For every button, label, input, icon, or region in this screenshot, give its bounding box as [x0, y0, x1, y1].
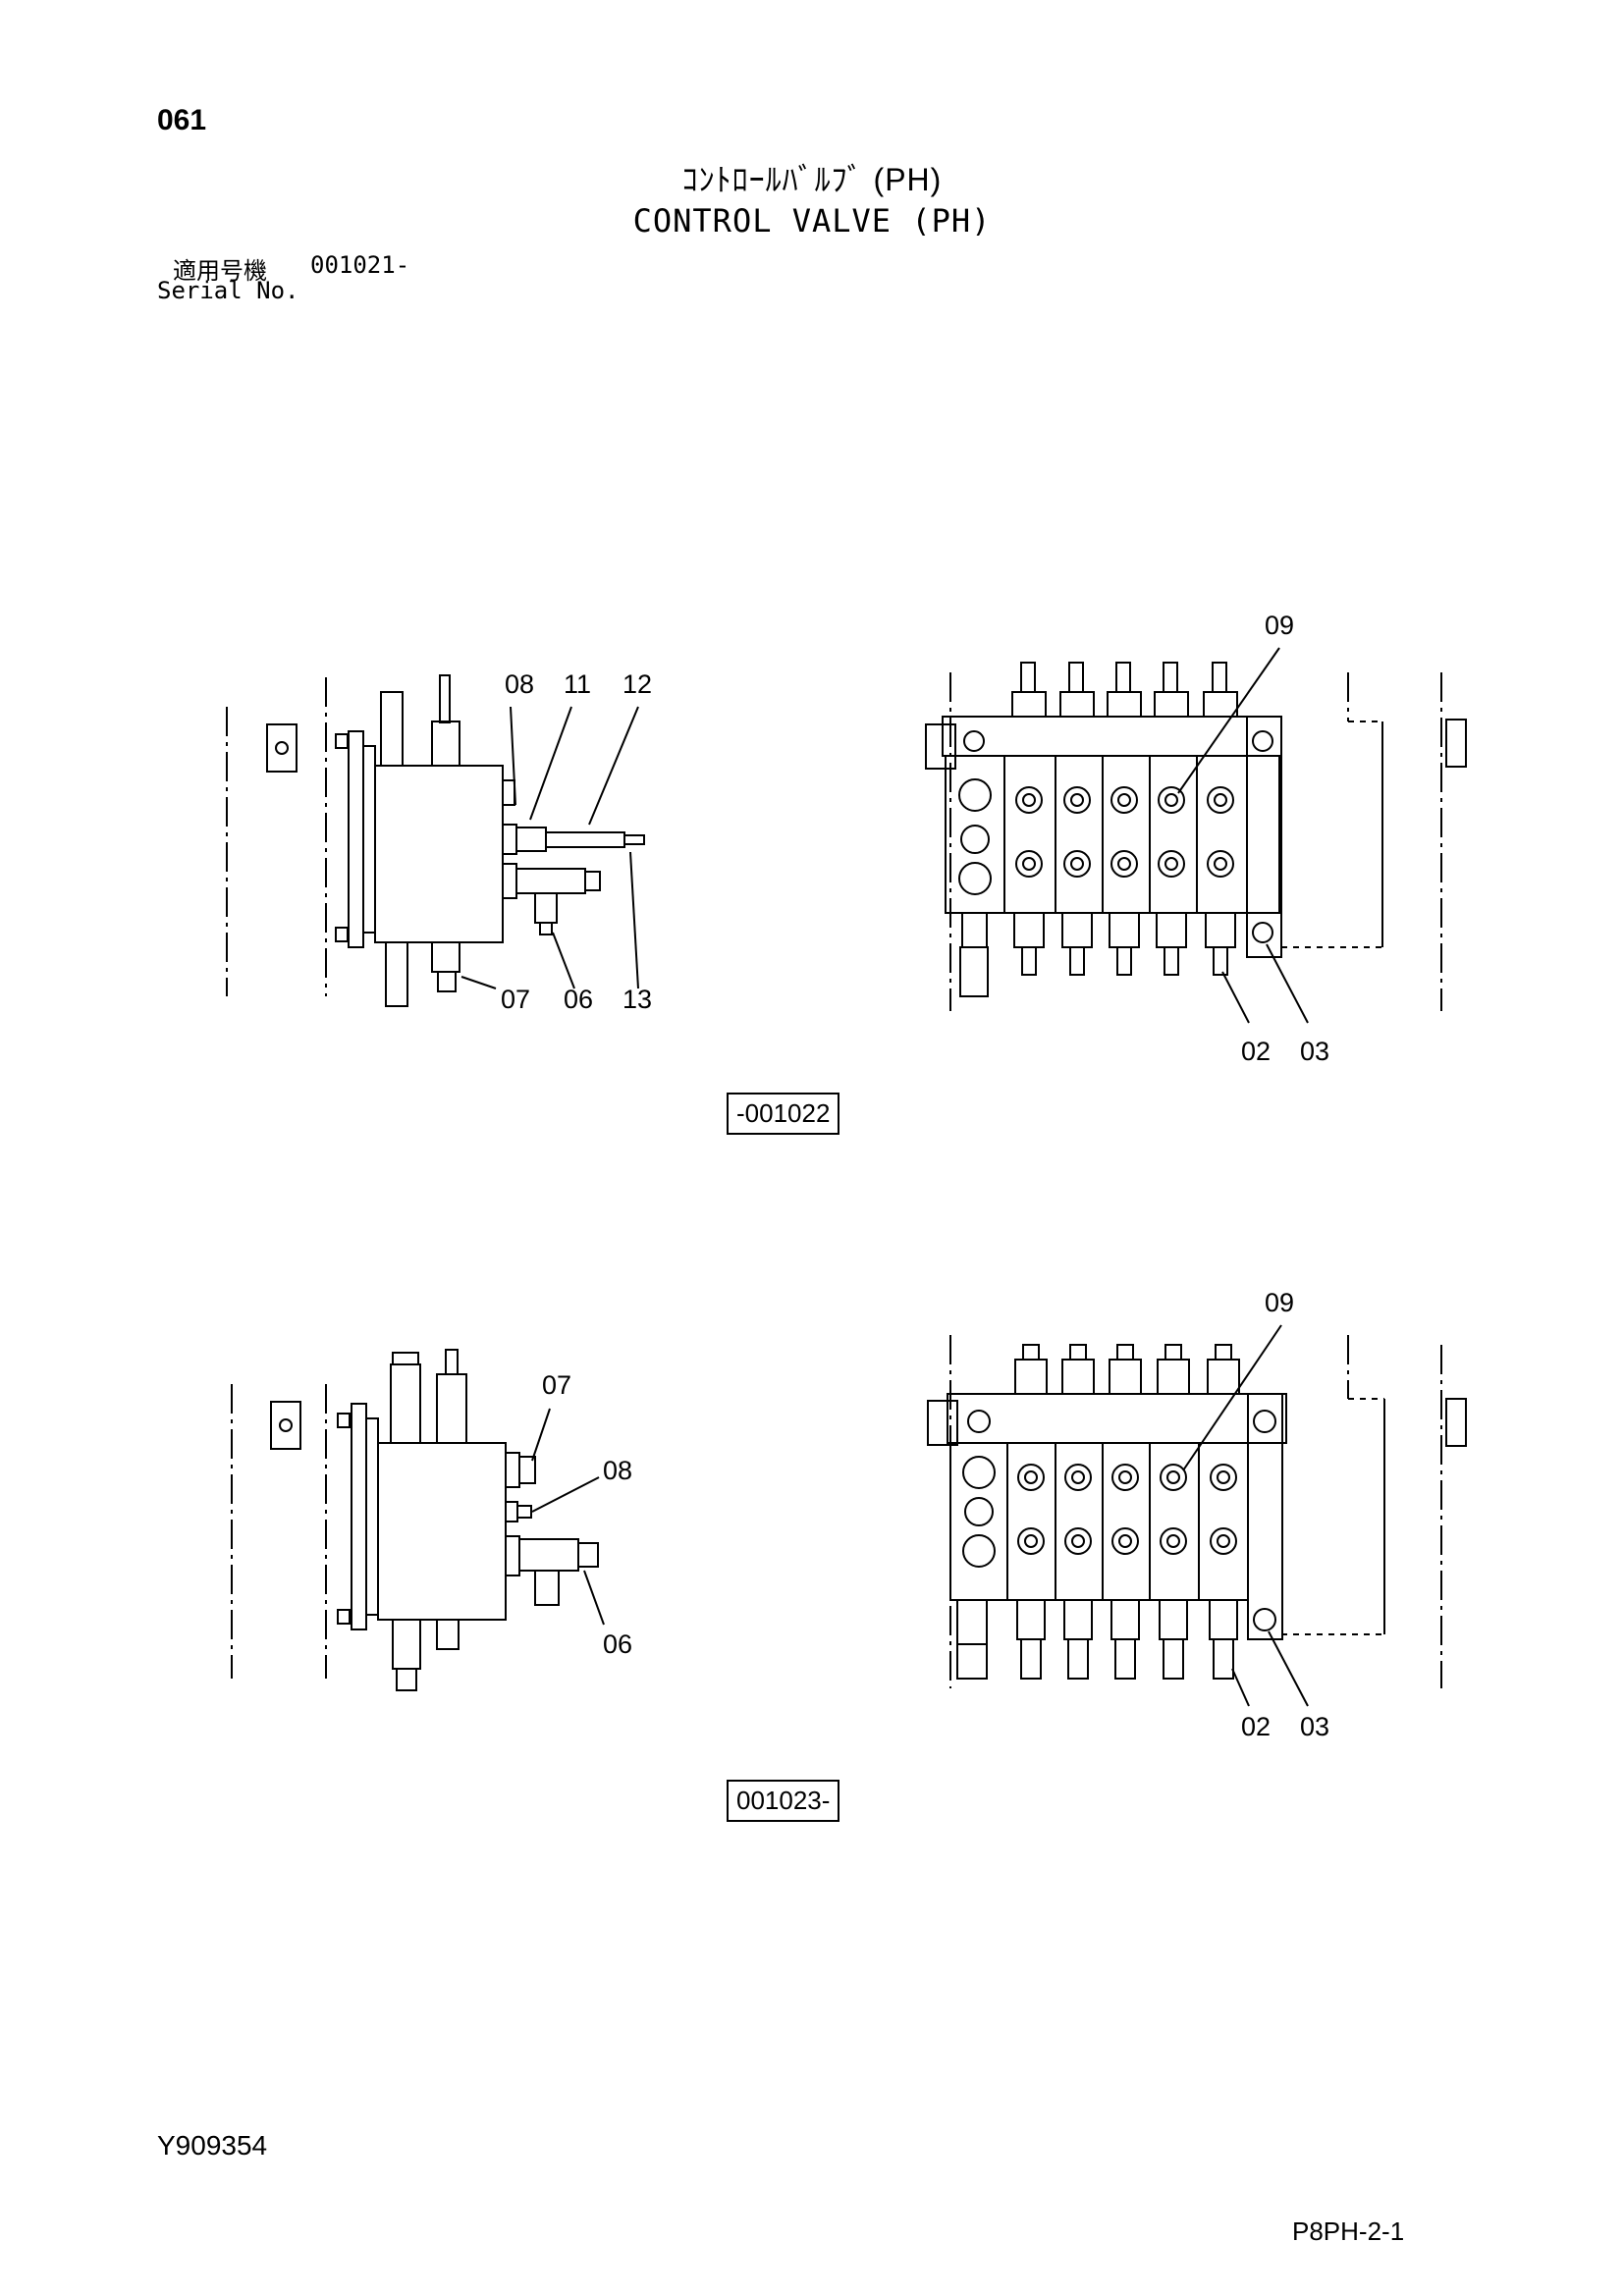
top-front-spools	[1012, 663, 1237, 975]
callout-top-03: 03	[1300, 1037, 1330, 1066]
top-front-view	[926, 648, 1466, 1023]
top-front-lower-ports	[1016, 851, 1233, 877]
bottom-front-view	[928, 1325, 1466, 1706]
callout-bottom-03: 03	[1300, 1712, 1330, 1741]
top-side-view	[227, 675, 644, 1006]
callout-top-08: 08	[505, 669, 535, 699]
callout-top-11: 11	[564, 669, 592, 699]
serial-range-box-top: -001022	[727, 1093, 840, 1135]
callout-bottom-02: 02	[1241, 1712, 1272, 1741]
page-number: 061	[157, 104, 207, 136]
callout-top-09: 09	[1265, 611, 1295, 640]
document-code: Y909354	[157, 2130, 268, 2161]
callout-bottom-06: 06	[603, 1629, 633, 1659]
top-front-upper-ports	[1016, 787, 1233, 813]
serial-label-japanese: 適用号機	[173, 258, 267, 285]
bottom-front-upper-ports	[1018, 1465, 1236, 1490]
callout-top-06: 06	[564, 985, 594, 1014]
serial-label-english: Serial No.	[157, 277, 299, 304]
callout-top-12: 12	[623, 669, 653, 699]
bottom-side-view	[232, 1350, 604, 1690]
bottom-front-spools	[1015, 1345, 1239, 1679]
callout-top-02: 02	[1241, 1037, 1272, 1066]
bottom-front-lower-ports	[1018, 1528, 1236, 1554]
callout-bottom-09: 09	[1265, 1288, 1295, 1317]
title-japanese: ｺﾝﾄﾛｰﾙﾊﾞﾙﾌﾞ (PH)	[681, 162, 943, 197]
callout-bottom-08: 08	[603, 1456, 633, 1485]
callout-top-07: 07	[501, 985, 531, 1014]
page-code: P8PH-2-1	[1292, 2216, 1405, 2246]
serial-range-box-bottom: 001023-	[727, 1780, 840, 1822]
callout-top-13: 13	[623, 985, 653, 1014]
title-english: CONTROL VALVE (PH)	[632, 202, 992, 240]
callout-bottom-07: 07	[542, 1370, 572, 1400]
serial-value: 001021-	[310, 251, 410, 279]
